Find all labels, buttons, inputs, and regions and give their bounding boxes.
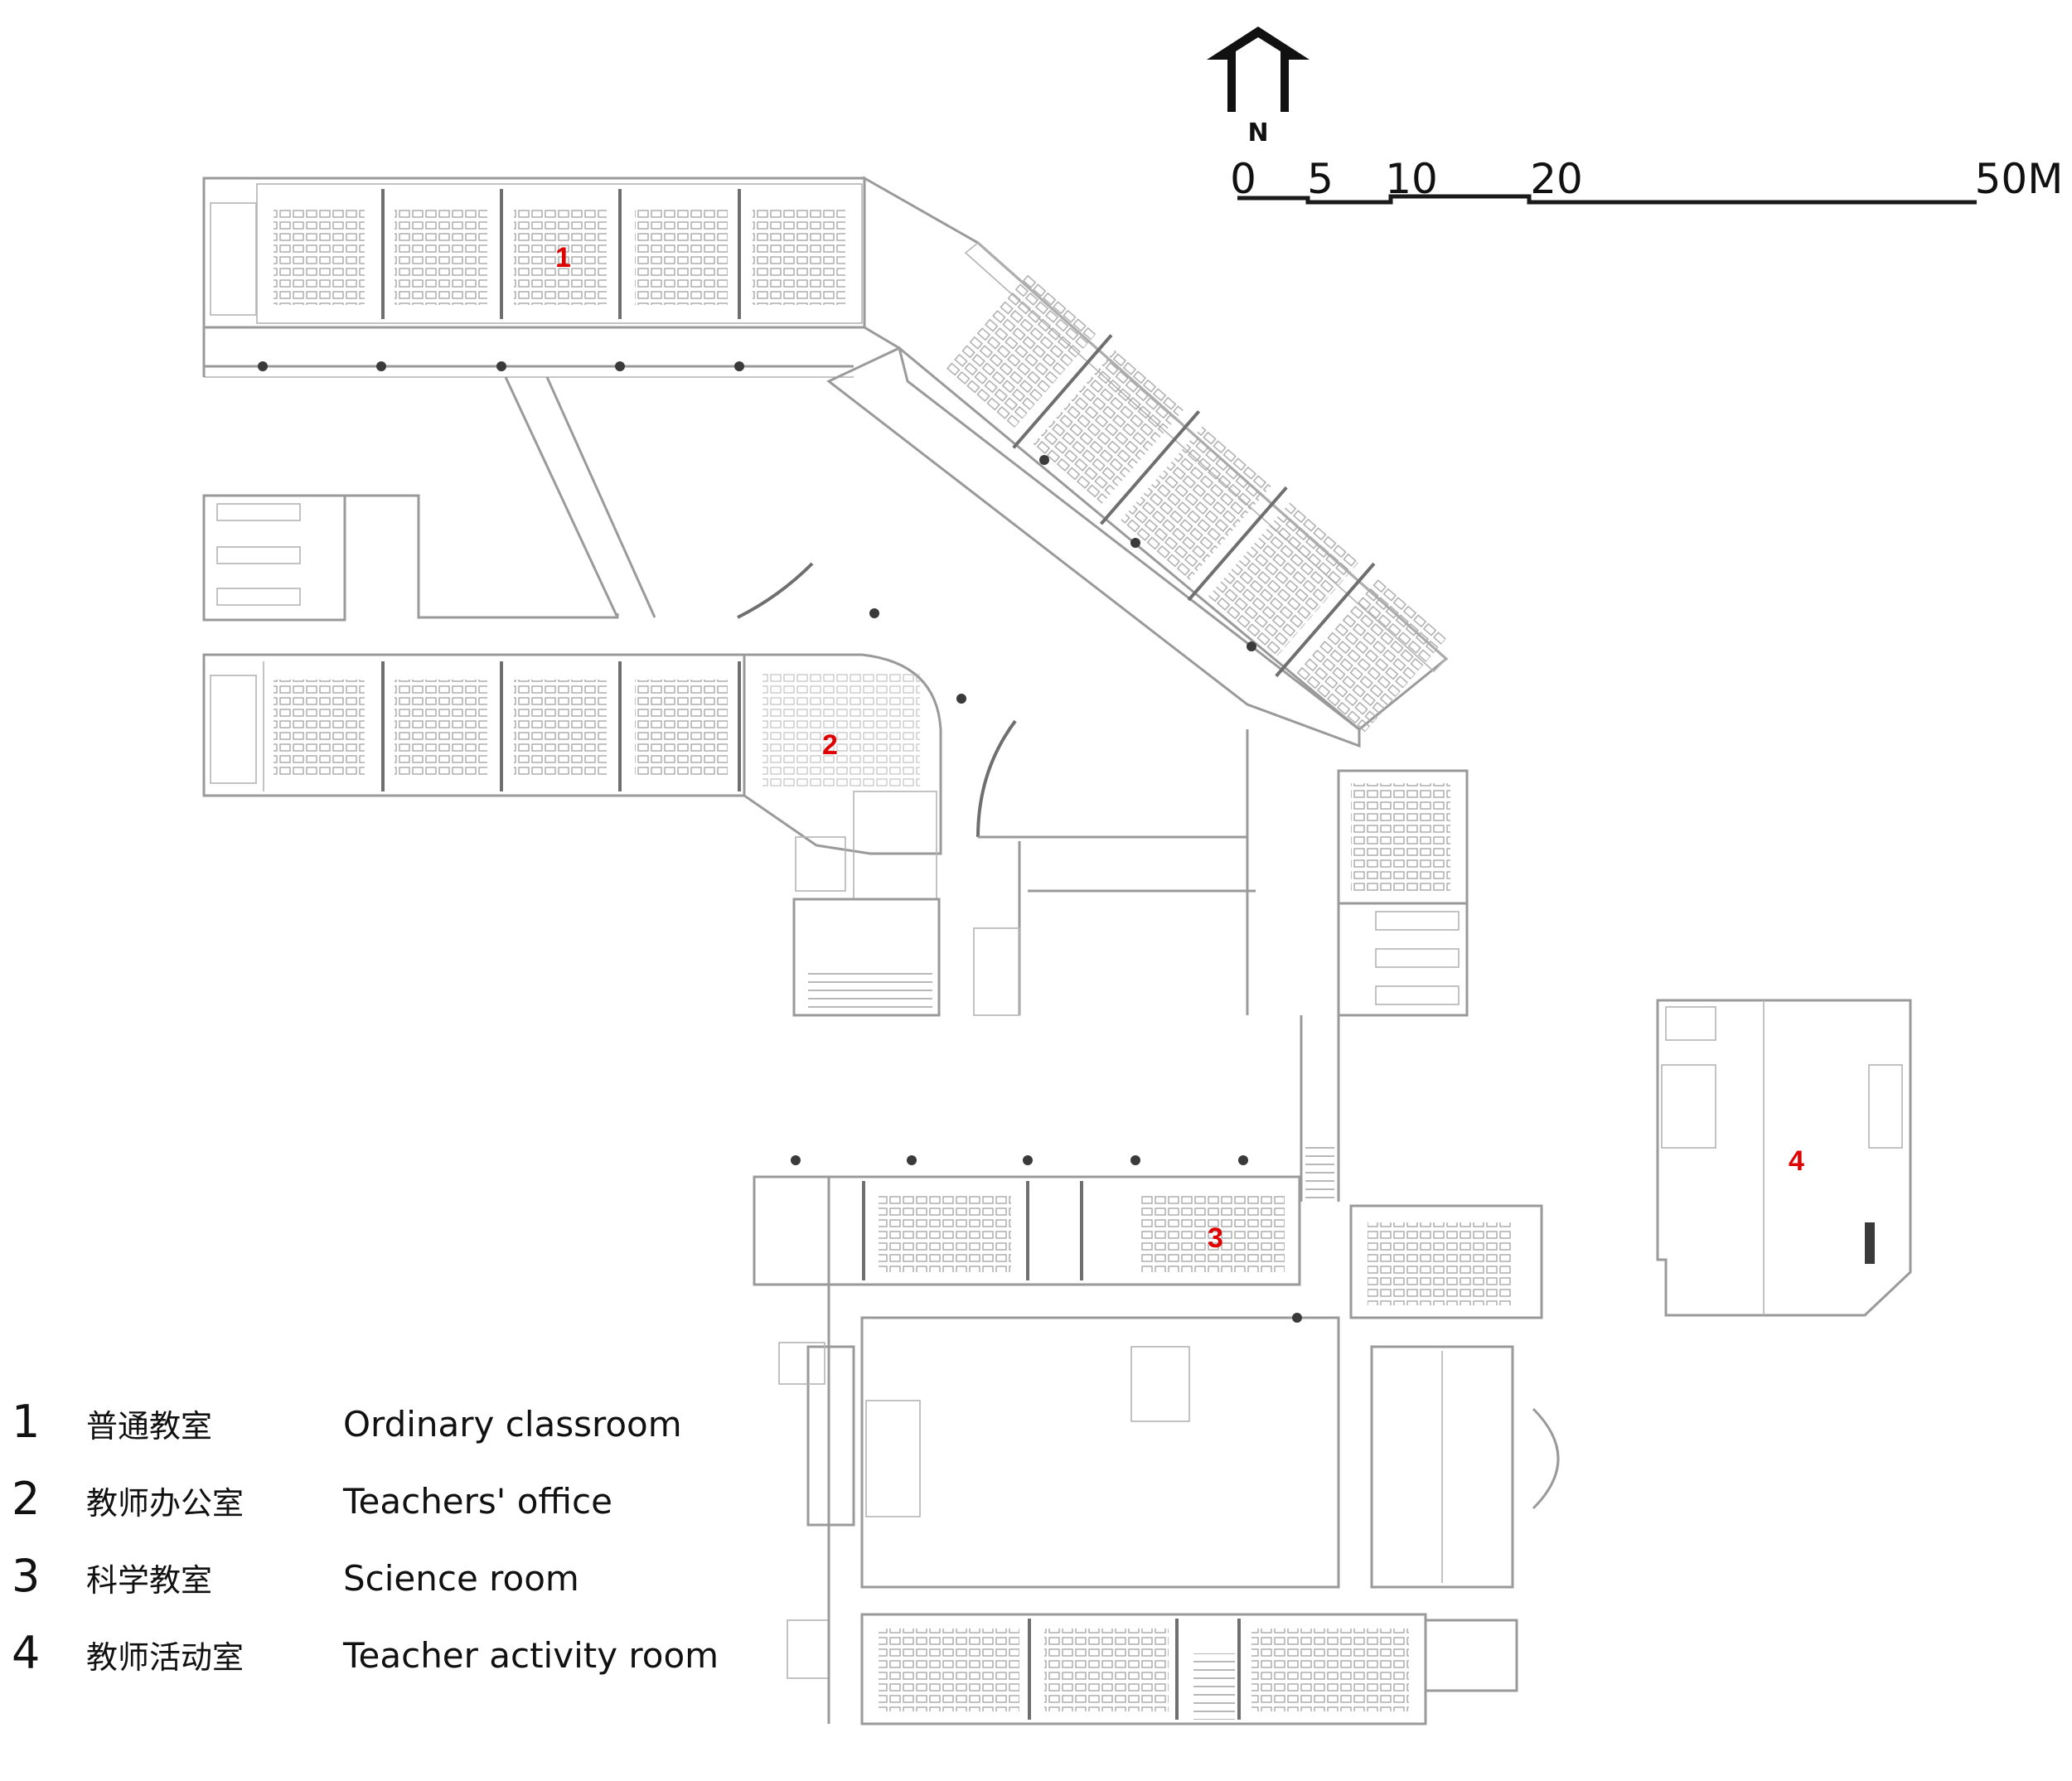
scale-tick-5: 5 — [1307, 155, 1334, 203]
room-label-4: 4 — [1789, 1145, 1804, 1177]
legend-chinese: 科学教室 — [86, 1562, 213, 1599]
scale-tick-50m: 50M — [1975, 155, 2064, 203]
scale-tick-10: 10 — [1385, 155, 1438, 203]
legend-number: 2 — [12, 1473, 41, 1525]
room-label-2: 2 — [822, 729, 838, 761]
scale-bar: 0 5 10 20 50M — [1230, 155, 2064, 205]
legend-chinese: 教师办公室 — [86, 1485, 244, 1522]
legend-row: 4 教师活动室 Teacher activity room — [12, 1629, 758, 1706]
south-block — [753, 1175, 1560, 1725]
room-label-1: 1 — [555, 242, 571, 273]
scale-tick-20: 20 — [1530, 155, 1583, 203]
legend-english: Science room — [343, 1558, 579, 1599]
legend-number: 1 — [12, 1396, 41, 1448]
courtyard — [737, 562, 1256, 1016]
scale-tick-0: 0 — [1230, 155, 1256, 203]
diagonal-wing — [826, 176, 1449, 748]
north-label: N — [1247, 119, 1268, 148]
room-label-3: 3 — [1208, 1222, 1223, 1254]
north-wing — [202, 177, 866, 378]
legend-row: 2 教师办公室 Teachers' office — [12, 1474, 758, 1551]
legend-row: 3 科学教室 Science room — [12, 1551, 758, 1629]
legend-english: Teachers' office — [343, 1481, 612, 1522]
legend-english: Teacher activity room — [343, 1635, 719, 1676]
legend-chinese: 教师活动室 — [86, 1639, 244, 1676]
legend-chinese: 普通教室 — [86, 1408, 213, 1445]
legend-english: Ordinary classroom — [343, 1404, 682, 1445]
legend-number: 4 — [12, 1627, 41, 1679]
teachers-office-block — [743, 653, 942, 1017]
north-arrow-icon: N — [1207, 27, 1310, 148]
legend-number: 3 — [12, 1550, 41, 1602]
legend: 1 普通教室 Ordinary classroom 2 教师办公室 Teache… — [12, 1397, 758, 1706]
east-block — [1300, 769, 1469, 1202]
teacher-activity-block — [1656, 999, 1912, 1317]
legend-row: 1 普通教室 Ordinary classroom — [12, 1397, 758, 1474]
west-wing — [202, 376, 746, 797]
columns — [258, 361, 1302, 1323]
